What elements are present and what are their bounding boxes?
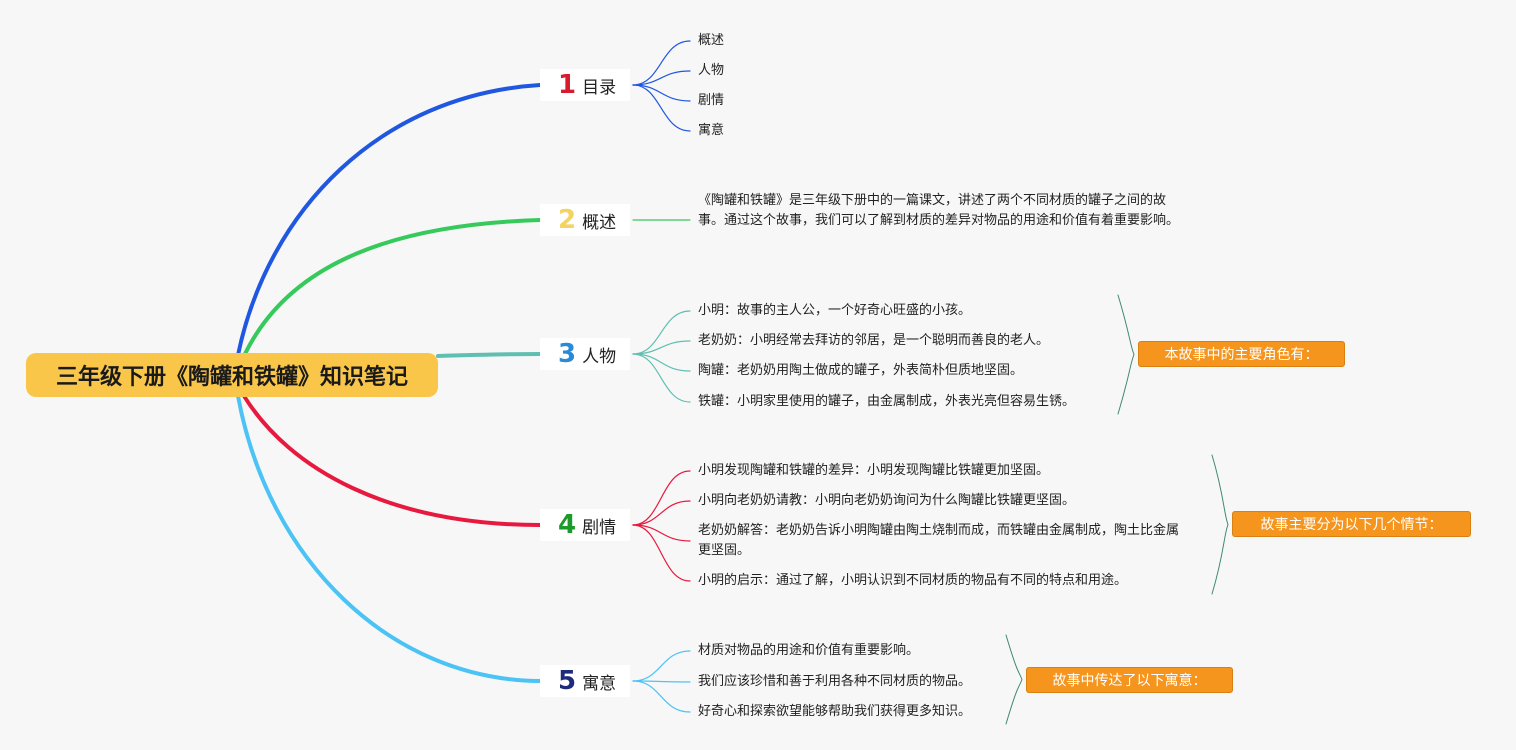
leaf-4-3[interactable]: 老奶奶解答：老奶奶告诉小明陶罐由陶土烧制而成，而铁罐由金属制成，陶土比金属更坚固… [698, 523, 1180, 558]
branch-number-2: 2 [558, 205, 577, 235]
branch-topic-1[interactable]: 1 目录 [540, 69, 631, 101]
leaf-connector-1-4 [632, 84, 691, 132]
leaf-3-2[interactable]: 老奶奶：小明经常去拜访的邻居，是一个聪明而善良的老人。 [698, 333, 1050, 348]
summary-4[interactable]: 故事主要分为以下几个情节： [1232, 511, 1471, 537]
leaf-connector-5-1 [632, 650, 691, 682]
main-connector-4 [242, 394, 542, 527]
root-topic-label: 三年级下册《陶罐和铁罐》知识笔记 [55, 365, 408, 390]
main-connector-2 [242, 218, 542, 358]
leaf-connector-1-3 [632, 84, 691, 102]
leaf-4-2[interactable]: 小明向老奶奶请教：小明向老奶奶询问为什么陶罐比铁罐更坚固。 [698, 493, 1076, 508]
leaf-connector-4-4 [632, 524, 691, 582]
main-connector-1 [236, 83, 542, 357]
leaf-connector-4-1 [632, 470, 691, 526]
summary-3[interactable]: 本故事中的主要角色有： [1138, 341, 1345, 367]
branch-number-3: 3 [558, 339, 577, 369]
leaf-3-4[interactable]: 铁罐：小明家里使用的罐子，由金属制成，外表光亮但容易生锈。 [698, 394, 1076, 409]
branch-topic-2[interactable]: 2 概述 [540, 204, 631, 236]
main-connector-3 [436, 352, 542, 358]
leaf-1-1[interactable]: 概述 [698, 33, 725, 48]
root-topic[interactable]: 三年级下册《陶罐和铁罐》知识笔记 [26, 353, 438, 397]
leaf-3-3[interactable]: 陶罐：老奶奶用陶土做成的罐子，外表简朴但质地坚固。 [698, 363, 1024, 378]
summary-bracket-3 [1117, 294, 1135, 415]
leaf-connector-1-1 [632, 40, 691, 86]
branch-topic-3[interactable]: 3 人物 [540, 338, 631, 370]
summary-5[interactable]: 故事中传达了以下寓意： [1026, 667, 1233, 693]
leaf-connector-3-1 [632, 310, 691, 355]
leaf-connector-4-3 [632, 524, 691, 542]
leaf-1-2[interactable]: 人物 [698, 63, 725, 78]
leaf-5-2[interactable]: 我们应该珍惜和善于利用各种不同材质的物品。 [698, 674, 972, 689]
leaf-connector-5-3 [632, 680, 691, 713]
leaf-connector-3-2 [632, 340, 691, 355]
main-connector-5 [236, 394, 542, 683]
branch-label-5: 寓意 [582, 673, 617, 694]
branch-label-4: 剧情 [582, 517, 617, 538]
summary-bracket-5 [1005, 634, 1023, 725]
leaf-1-3[interactable]: 剧情 [698, 93, 725, 108]
leaf-5-3[interactable]: 好奇心和探索欲望能够帮助我们获得更多知识。 [698, 704, 972, 719]
leaf-3-1[interactable]: 小明：故事的主人公，一个好奇心旺盛的小孩。 [698, 303, 972, 318]
branch-number-4: 4 [558, 510, 577, 540]
leaf-2-1[interactable]: 《陶罐和铁罐》是三年级下册中的一篇课文，讲述了两个不同材质的罐子之间的故事。通过… [698, 193, 1180, 228]
branch-topic-4[interactable]: 4 剧情 [540, 509, 631, 541]
leaf-5-1[interactable]: 材质对物品的用途和价值有重要影响。 [698, 643, 920, 658]
branch-topic-5[interactable]: 5 寓意 [540, 665, 631, 697]
leaf-connector-1-2 [632, 70, 691, 86]
branch-label-2: 概述 [582, 212, 617, 233]
summary-bracket-4 [1211, 454, 1229, 595]
leaf-connector-3-4 [632, 353, 691, 403]
branch-number-1: 1 [558, 70, 577, 100]
leaf-connector-3-3 [632, 353, 691, 372]
leaf-4-4[interactable]: 小明的启示：通过了解，小明认识到不同材质的物品有不同的特点和用途。 [698, 573, 1128, 588]
leaf-4-1[interactable]: 小明发现陶罐和铁罐的差异：小明发现陶罐比铁罐更加坚固。 [698, 463, 1050, 478]
branch-number-5: 5 [558, 666, 577, 696]
leaf-connector-4-2 [632, 500, 691, 526]
branch-label-3: 人物 [582, 346, 617, 367]
leaf-1-4[interactable]: 寓意 [698, 123, 725, 138]
branch-label-1: 目录 [582, 77, 617, 98]
